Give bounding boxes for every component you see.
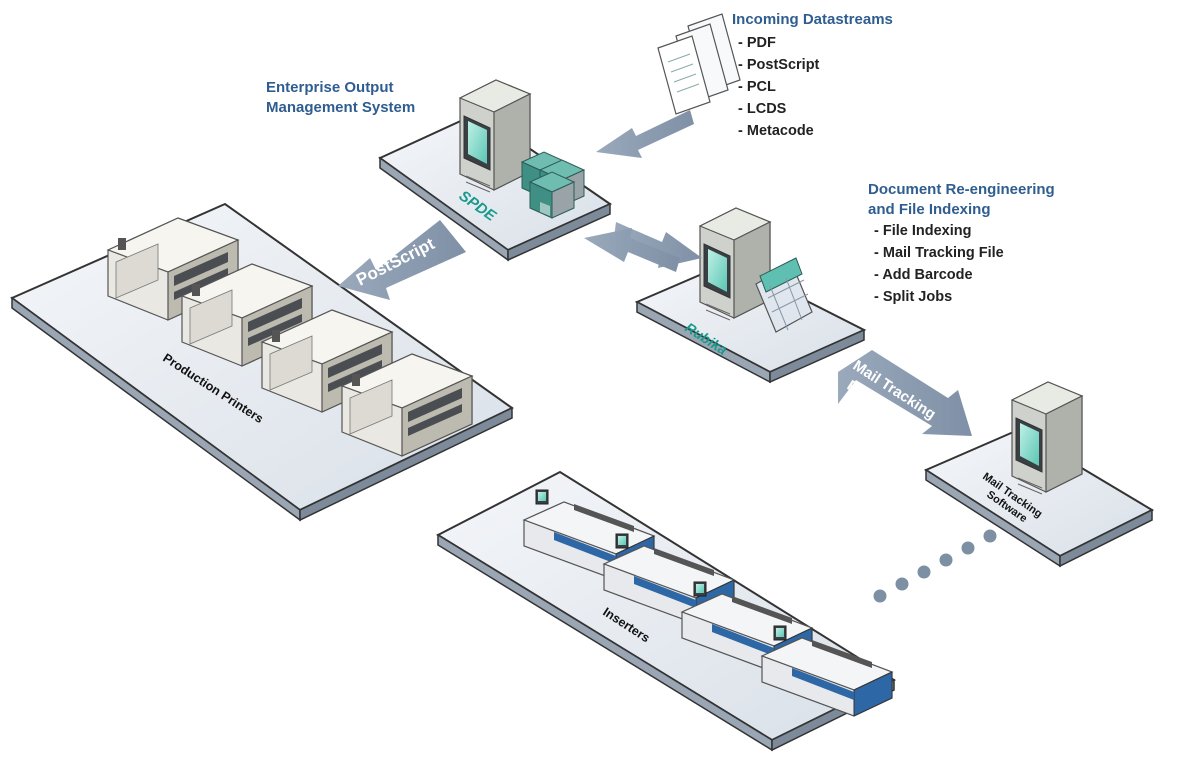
rubika-to-spde-arrow: [584, 228, 680, 272]
list-item: Split Jobs: [874, 286, 1004, 308]
postscript-arrow: PostScript: [338, 220, 466, 300]
mts-computer-icon: [1011, 381, 1083, 495]
reeng-title-line2: and File Indexing: [868, 201, 991, 218]
reeng-title-line1: Document Re-engineering: [868, 181, 1055, 198]
incoming-datastreams-title: Incoming Datastreams: [732, 11, 893, 28]
rubika-computer-icon: [699, 207, 771, 321]
list-item: PCL: [738, 76, 819, 98]
connector-dots: [873, 529, 997, 603]
documents-stack-icon: [657, 13, 741, 115]
spde-to-rubika-arrow: [614, 222, 702, 268]
list-item: LCDS: [738, 98, 819, 120]
list-item: File Indexing: [874, 220, 1004, 242]
list-item: Mail Tracking File: [874, 242, 1004, 264]
spde-computer-icon: [459, 79, 531, 193]
list-item: PDF: [738, 32, 819, 54]
list-item: PostScript: [738, 54, 820, 76]
rubika-grid-icon: [755, 257, 813, 333]
mail-tracking-arrow: Mail Tracking File (HAL): [838, 350, 972, 436]
incoming-arrow: [596, 110, 694, 158]
reeng-list: File Indexing Mail Tracking File Add Bar…: [874, 220, 1004, 308]
list-item: Add Barcode: [874, 264, 1004, 286]
incoming-datastreams-list: PDF PostScript PCL LCDS Metacode: [738, 32, 820, 142]
eoms-title-line2: Management System: [266, 99, 416, 116]
eoms-title-line1: Enterprise Output: [266, 79, 394, 96]
list-item: Metacode: [738, 120, 819, 142]
rubika-platform: [634, 260, 867, 384]
